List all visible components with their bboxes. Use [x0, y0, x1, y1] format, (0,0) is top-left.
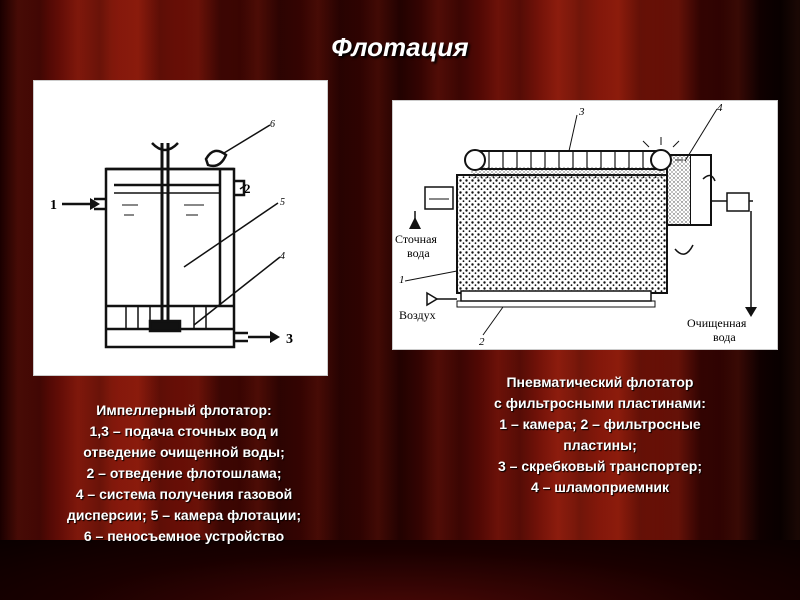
caption-line: отведение очищенной воды; [83, 444, 285, 460]
impeller-flotator-caption: Импеллерный флотатор: 1,3 – подача сточн… [28, 400, 340, 547]
label-2: 2 [244, 181, 251, 196]
caption-line: 1 – камера; 2 – фильтросные [499, 416, 701, 432]
label-4: 4 [280, 251, 285, 262]
label-4: 4 [717, 102, 723, 114]
label-5: 5 [280, 197, 285, 208]
pneumatic-flotator-drawing: 3 4 1 2 Сточная вода Воздух Очищенная во… [395, 102, 757, 348]
pneumatic-flotator-caption: Пневматический флотатор с фильтросными п… [440, 372, 760, 498]
caption-line: 4 – шламоприемник [530, 479, 670, 495]
label-1: 1 [399, 274, 405, 286]
stage-floor [0, 540, 800, 600]
label-1: 1 [50, 198, 57, 213]
caption-line: Пневматический флотатор [506, 374, 694, 390]
caption-line: 1,3 – подача сточных вод и [89, 423, 279, 439]
label-3: 3 [286, 332, 293, 347]
caption-line: 3 – скребковый транспортер; [497, 458, 703, 474]
slide-title: Флотация [331, 32, 469, 62]
caption-line: 6 – пеносъемное устройство [83, 528, 285, 544]
impeller-flotator-drawing: 1 2 3 4 5 6 [50, 119, 293, 349]
caption-line: Импеллерный флотатор: [96, 402, 272, 418]
wastewater-label-line1: Сточная [395, 232, 437, 246]
pneumatic-flotator-diagram: 3 4 1 2 Сточная вода Воздух Очищенная во… [392, 100, 778, 350]
wastewater-label-line2: вода [407, 246, 430, 260]
caption-line: пластины; [563, 437, 637, 453]
clean-water-label-line2: вода [713, 330, 736, 344]
label-2: 2 [479, 336, 485, 348]
clean-water-label-line1: Очищенная [687, 316, 747, 330]
caption-line: с фильтросными пластинами: [494, 395, 706, 411]
impeller-flotator-diagram: 1 2 3 4 5 6 [33, 80, 328, 376]
caption-line: 2 – отведение флотошлама; [86, 465, 282, 481]
caption-line: 4 – система получения газовой [75, 486, 293, 502]
label-3: 3 [578, 106, 585, 118]
air-label: Воздух [399, 308, 436, 322]
caption-line: дисперсии; 5 – камера флотации; [66, 507, 302, 523]
label-6: 6 [270, 119, 275, 130]
